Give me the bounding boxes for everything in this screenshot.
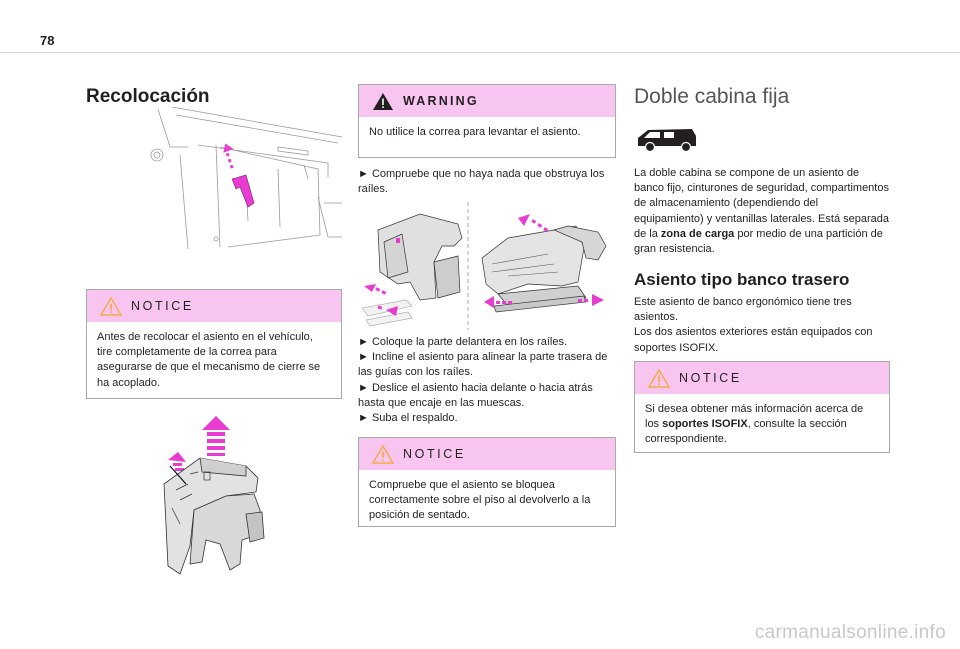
notice-label: NOTICE — [131, 299, 194, 313]
steps-list: ► Coloque la parte delantera en los raíl… — [358, 335, 614, 426]
warning-box: WARNING No utilice la correa para levant… — [358, 84, 616, 158]
subsection-title-asiento: Asiento tipo banco trasero — [634, 270, 850, 289]
warning-text: No utilice la correa para levantar el as… — [369, 126, 581, 138]
strap-illustration — [150, 107, 342, 250]
header-divider — [0, 52, 960, 53]
step-item: ► Incline el asiento para alinear la par… — [358, 351, 608, 379]
watermark: carmanualsonline.info — [754, 622, 946, 643]
warning-triangle-icon — [373, 92, 393, 110]
notice-label: NOTICE — [679, 371, 742, 385]
notice-text: Compruebe que el asiento se bloquea corr… — [369, 479, 591, 522]
notice-box-1: NOTICE Antes de recolocar el asiento en … — [86, 289, 342, 399]
seat-lift-illustration — [163, 416, 265, 575]
warning-triangle-icon — [372, 444, 394, 464]
intro-paragraph: La doble cabina se compone de un asiento… — [634, 167, 889, 256]
bench-para-1: Este asiento de banco ergonómico tiene t… — [634, 296, 852, 324]
warning-triangle-icon — [100, 296, 122, 316]
bench-paragraph: Este asiento de banco ergonómico tiene t… — [634, 295, 890, 356]
notice-box-3: NOTICE Si desea obtener más información … — [634, 361, 890, 453]
notice-text: Si desea obtener más información acerca … — [645, 403, 864, 446]
seat-rail-illustration — [361, 202, 607, 330]
notice-box-2: NOTICE Compruebe que el asiento se bloqu… — [358, 437, 616, 527]
bench-para-2: Los dos asientos exteriores están equipa… — [634, 326, 873, 354]
notice-label: NOTICE — [403, 447, 466, 461]
section-title-doble-cabina: Doble cabina fija — [634, 85, 790, 108]
warning-triangle-icon — [648, 368, 670, 388]
step-item: ► Suba el respaldo. — [358, 412, 458, 425]
step-check-rails: ► Compruebe que no haya nada que obstruy… — [358, 168, 605, 196]
notice-text: Antes de recolocar el asiento en el vehí… — [97, 331, 321, 389]
step-item: ► Deslice el asiento hacia delante o hac… — [358, 381, 593, 409]
section-title-recolocacion: Recolocación — [86, 86, 210, 107]
page-number: 78 — [40, 33, 55, 48]
warning-label: WARNING — [403, 94, 479, 108]
step-item: ► Coloque la parte delantera en los raíl… — [358, 336, 568, 348]
intro-bold: zona de carga — [660, 227, 735, 240]
van-icon — [638, 129, 696, 153]
